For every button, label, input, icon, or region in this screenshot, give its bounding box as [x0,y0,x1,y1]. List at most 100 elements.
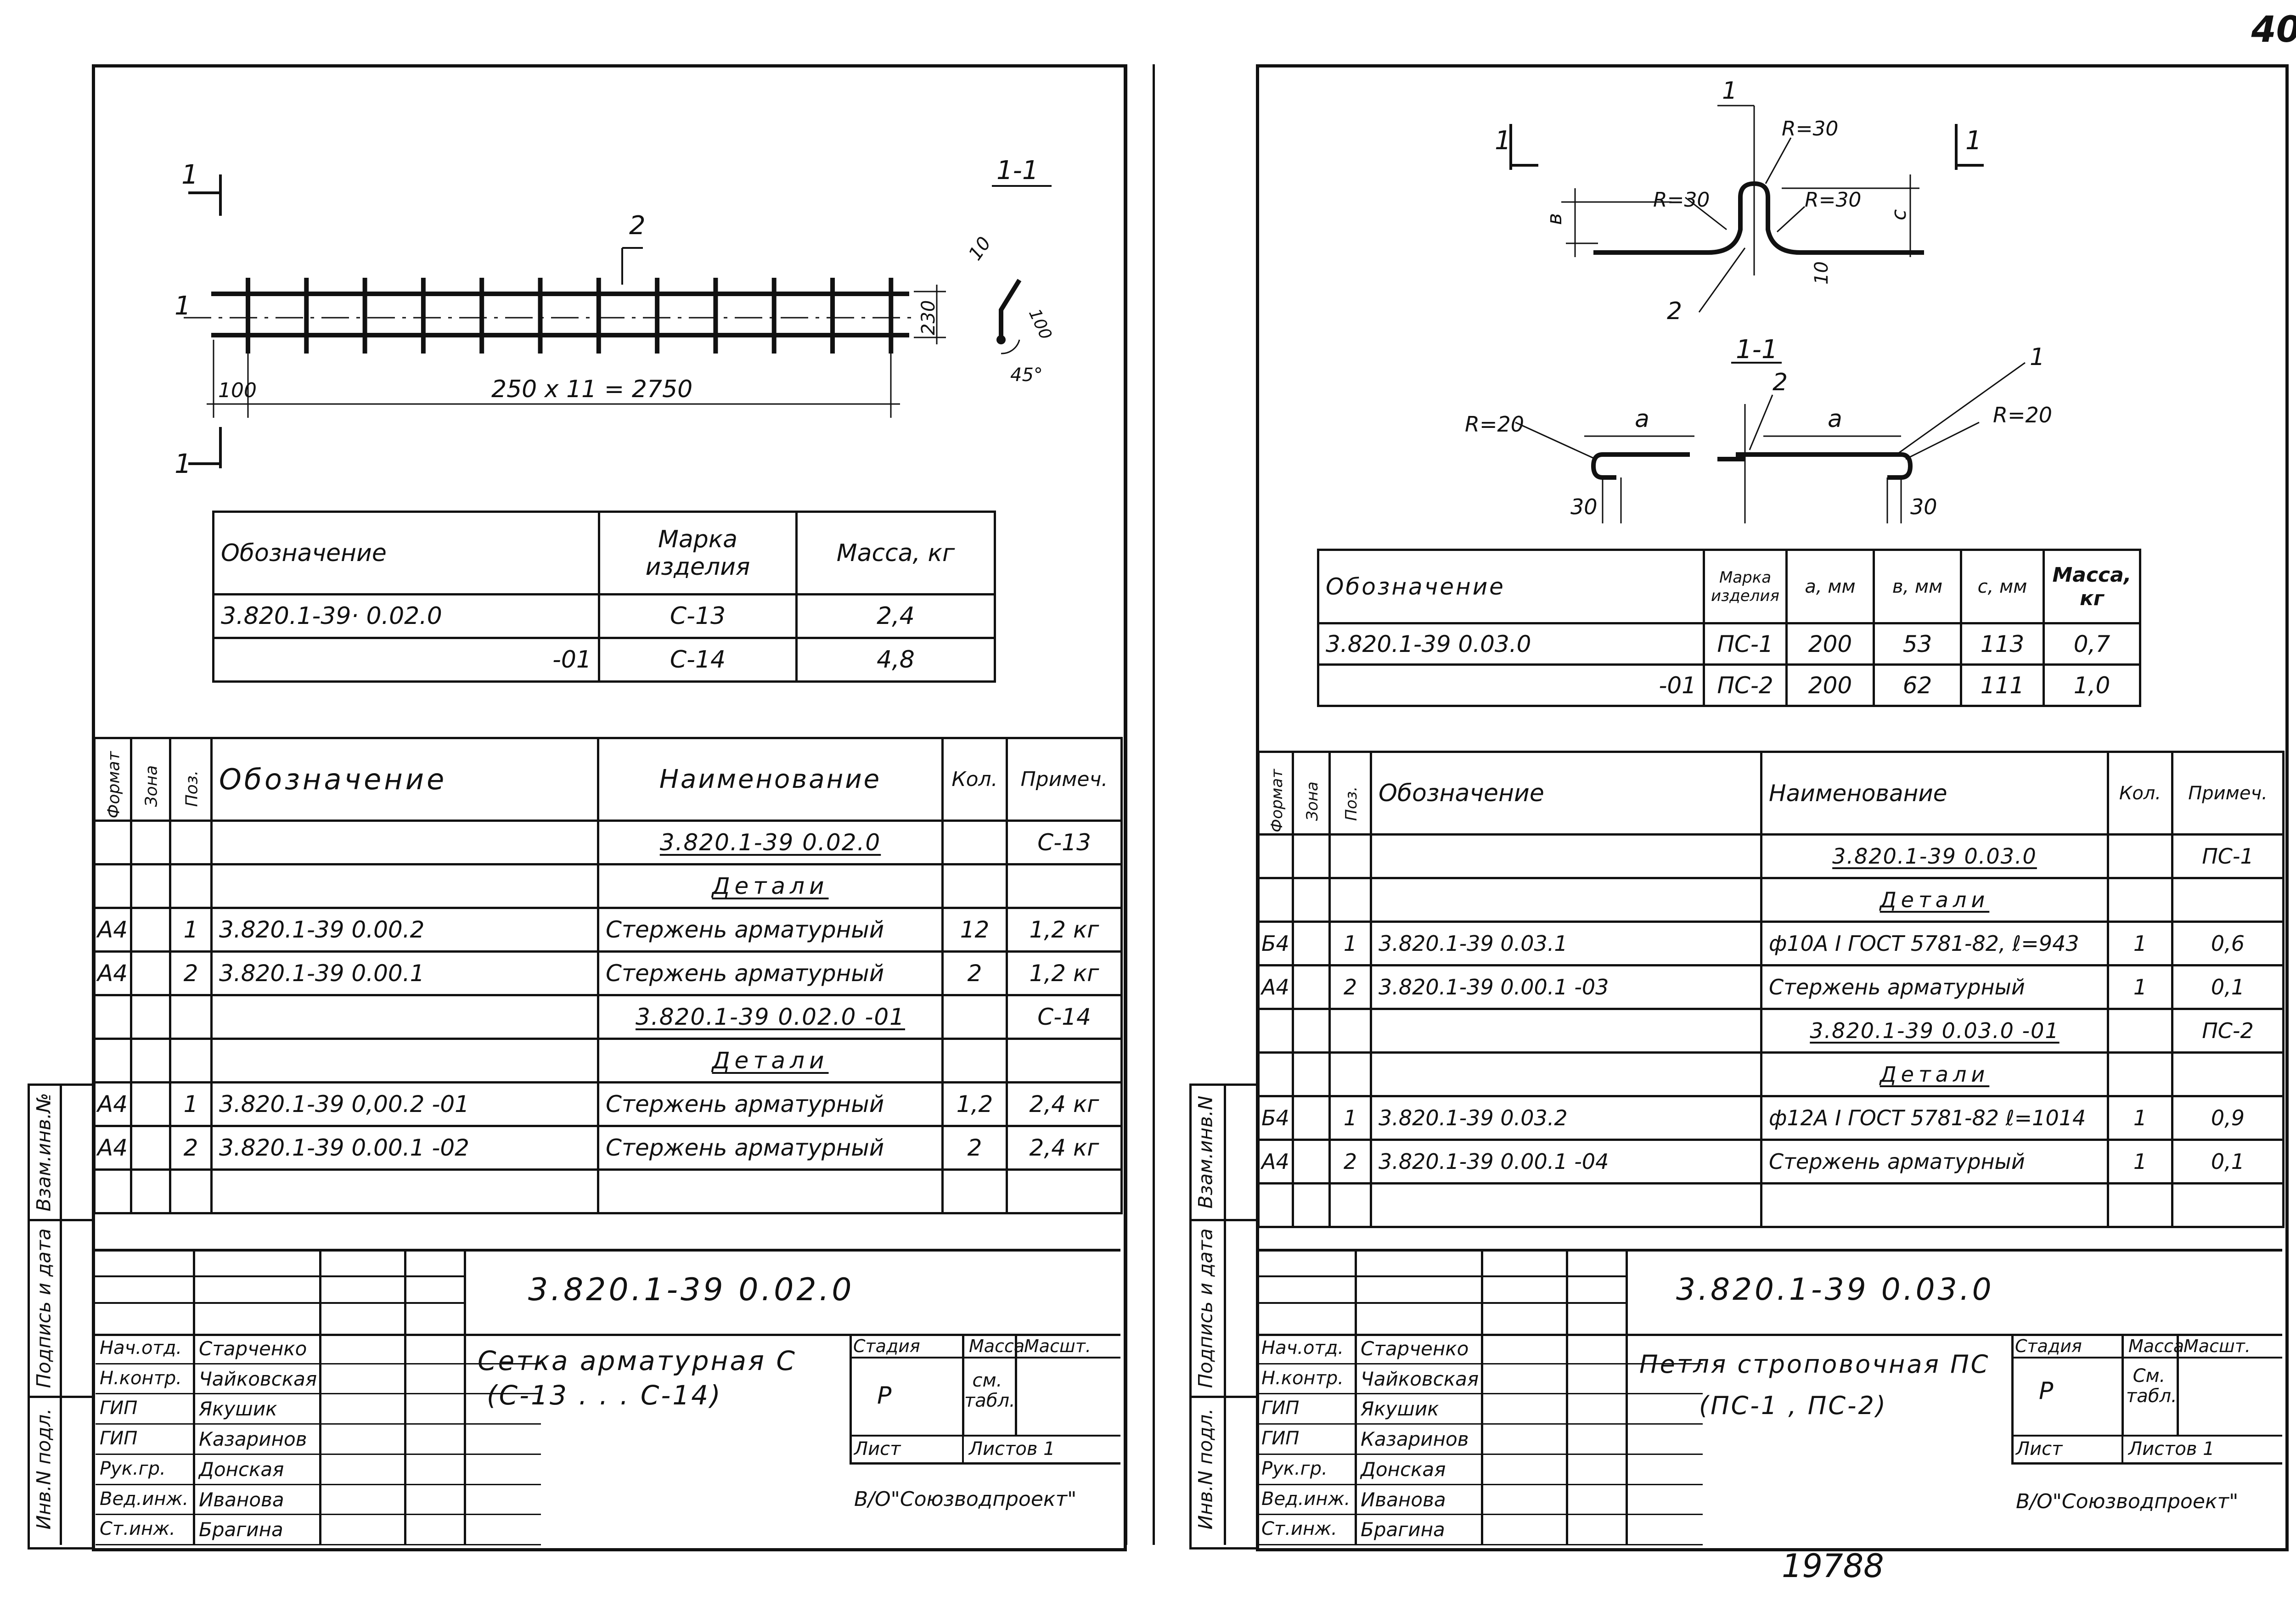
spec-header-note: Примеч. [1006,737,1123,822]
spec-cell: А4 [1257,1139,1294,1185]
rtitle-stage: Р [2039,1377,2054,1405]
person-role: Н.контр. [1261,1367,1344,1389]
spec-cell [1257,1008,1294,1054]
spec-cell [1328,877,1372,923]
rmass-cell: 113 [1960,622,2045,666]
rmass-cell: 200 [1785,622,1875,666]
person-role: Вед.инж. [1261,1488,1351,1510]
spec-cell [130,1038,171,1084]
person-name: Чайковская [199,1367,317,1390]
person-name: Казаринов [199,1428,307,1451]
person-name: Иванова [199,1488,284,1511]
rmass-header-mass: Масса, кг [2043,549,2141,624]
title-stage-label: Стадия [853,1336,920,1356]
section-marker-bottom: 1 [174,448,191,479]
spec-cell: 3.820.1-39 0.02.0 -01 [597,994,944,1040]
spec-cell: Б4 [1257,1095,1294,1141]
left-mesh-drawing: 1 1 1 2 100 250 x 11 = 2750 230 1-1 10 [174,156,1055,479]
rmass-cell: 0,7 [2043,622,2141,666]
spec-cell: 3.820.1-39 0.00.1 -04 [1370,1139,1762,1185]
sec-pos-2: 2 [1773,369,1788,396]
mass-cell: 4,8 [795,637,996,683]
rmass-header-mark: Марка изделия [1703,549,1788,624]
rspec-header-pos: Поз. [1342,786,1361,821]
rtitle-scale-label: Масшт. [2183,1336,2251,1356]
spec-cell: ф10А I ГОСТ 5781-82, ℓ=943 [1760,921,2109,966]
spec-cell [1328,1051,1372,1097]
spec-row: Детали [1257,877,2285,923]
rmass-cell: ПС-2 [1703,663,1788,707]
spec-cell [941,863,1008,909]
rspec-header-zone: Зона [1303,781,1322,821]
mass-cell: 3.820.1-39· 0.02.0 [212,593,600,639]
spec-cell [130,1081,171,1127]
person-name: Чайковская [1361,1367,1479,1390]
spec-cell: 0,6 [2171,921,2285,966]
spec-cell: Стержень арматурный [597,1081,944,1127]
spec-cell [130,950,171,996]
spec-cell: 1 [1328,1095,1372,1141]
spec-cell [210,994,599,1040]
marker-right: 1 [1965,126,1982,156]
spec-cell: А4 [1257,964,1294,1010]
spec-row: Детали [93,1038,1123,1084]
top-r30-a: R=30 [1782,117,1838,140]
spec-cell [1292,921,1331,966]
person-role: ГИП [100,1398,138,1419]
spec-cell: 1 [2107,1139,2173,1185]
spec-cell: Стержень арматурный [597,1125,944,1171]
spec-cell [169,820,213,865]
spec-cell: 3.820.1-39 0.02.0 [597,820,944,865]
spec-cell: 1 [169,1081,213,1127]
spec-cell [1370,833,1762,879]
sec-dim-a2: а [1828,405,1842,433]
spec-cell [941,1038,1008,1084]
spec-cell [210,1038,599,1084]
page-number: 40 [2251,9,2296,51]
rtitle-stage-label: Стадия [2015,1336,2082,1356]
mass-cell: С-14 [598,637,798,683]
spec-cell [93,1038,132,1084]
spec-cell: 2,4 кг [1006,1081,1123,1127]
rmass-header-c: с, мм [1960,549,2045,624]
spec-cell [130,907,171,953]
person-name: Донская [1361,1458,1446,1481]
spec-cell [1292,1051,1331,1097]
person-name: Якушик [199,1398,277,1420]
spec-cell: ПС-1 [2171,833,2285,879]
spec-row: 3.820.1-39 0.02.0 С-13 [93,820,1123,865]
rmass-header-designation: Обозначение [1317,549,1705,624]
rmass-header-a: а, мм [1785,549,1875,624]
spec-cell [1292,1008,1331,1054]
spec-cell: Детали [1760,1051,2109,1097]
spec-cell: 2 [169,950,213,996]
top-pos-1: 1 [1722,77,1737,105]
spec-cell [1370,1051,1762,1097]
sec-dim-30b: 30 [1910,494,1937,519]
spec-cell [169,994,213,1040]
spec-cell [169,1038,213,1084]
rmass-cell: -01 [1317,663,1705,707]
rmass-cell: 1,0 [2043,663,2141,707]
top-dim-b: в [1543,213,1566,225]
spec-cell: С-13 [1006,820,1123,865]
rtitle-mass-label: Масса [2128,1336,2184,1356]
spec-cell [1006,863,1123,909]
right-title-block [1257,1249,2282,1548]
title-name: Сетка арматурная С [478,1345,797,1376]
spec-cell [1292,833,1331,879]
spec-cell: 2 [169,1125,213,1171]
rmass-cell: 111 [1960,663,2045,707]
dim-height: 230 [918,300,939,335]
spec-cell [210,863,599,909]
spec-cell: А4 [93,1081,132,1127]
spec-cell: 2,4 кг [1006,1125,1123,1171]
title-org: В/О"Союзводпроект" [854,1488,1077,1511]
title-mass-label: Масса [969,1336,1025,1356]
person-role: Нач.отд. [100,1337,182,1359]
side-label-sign: Подпись и дата [1194,1228,1217,1388]
spec-cell: Стержень арматурный [597,950,944,996]
section-title: 1-1 [996,156,1038,185]
